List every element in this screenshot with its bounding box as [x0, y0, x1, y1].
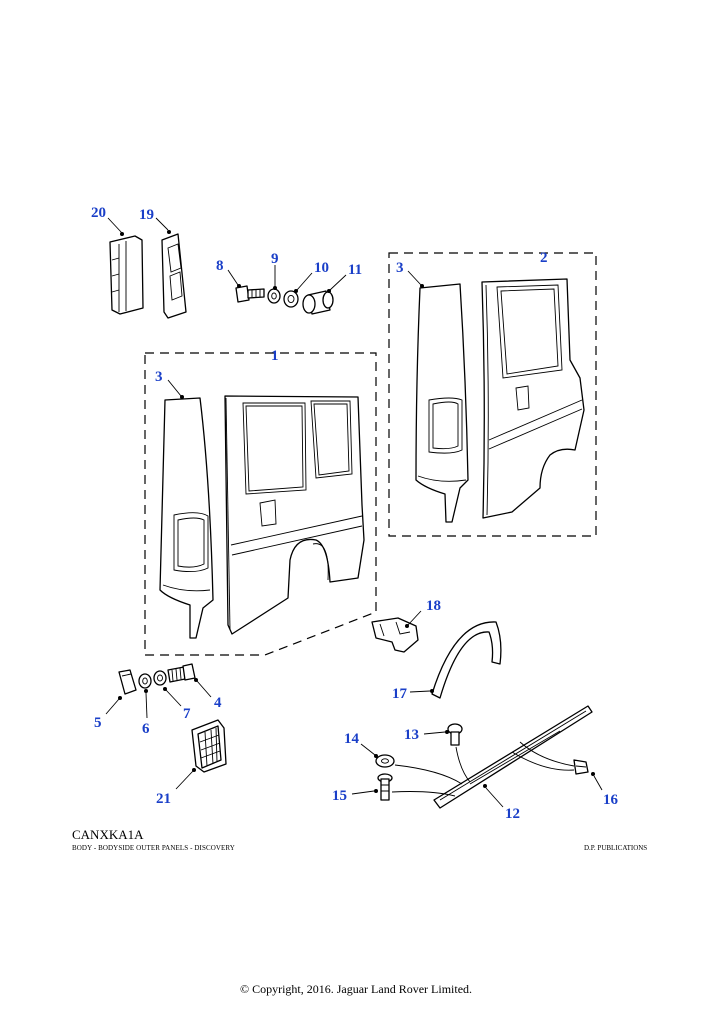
- callout-2[interactable]: 2: [540, 250, 548, 266]
- rear-pillar-panel-left: [159, 397, 214, 639]
- callout-10[interactable]: 10: [314, 260, 329, 276]
- leader-lines: [105, 217, 603, 808]
- callout-15[interactable]: 15: [332, 788, 347, 804]
- bodyside-outer-panel-left: [224, 395, 365, 635]
- callout-16[interactable]: 16: [603, 792, 619, 808]
- diagram-code: CANXKA1A: [72, 827, 144, 842]
- bolt-8: [235, 285, 265, 303]
- publisher-label: D.P. PUBLICATIONS: [584, 844, 648, 852]
- group-2-outline: [388, 252, 597, 537]
- callout-3-right[interactable]: 3: [396, 260, 404, 276]
- spacer-11: [302, 290, 334, 315]
- copyright-notice: © Copyright, 2016. Jaguar Land Rover Lim…: [239, 982, 473, 996]
- trim-block-19: [161, 233, 187, 319]
- callout-12[interactable]: 12: [505, 806, 520, 822]
- bodyside-outer-panel-right: [481, 278, 585, 519]
- callout-21[interactable]: 21: [156, 791, 171, 807]
- wheel-arch-trim-17: [431, 621, 502, 699]
- callout-20[interactable]: 20: [91, 205, 106, 221]
- callout-4[interactable]: 4: [214, 695, 222, 711]
- clip-nut-5: [118, 669, 137, 695]
- callout-19[interactable]: 19: [139, 207, 154, 223]
- diagram-subtitle: BODY - BODYSIDE OUTER PANELS - DISCOVERY: [72, 844, 235, 852]
- washer-14: [375, 754, 395, 768]
- washer-10: [283, 290, 299, 308]
- sill-moulding-12: [433, 705, 593, 809]
- callout-7[interactable]: 7: [183, 706, 191, 722]
- callout-1[interactable]: 1: [271, 348, 279, 364]
- marker-lamp-21: [191, 719, 227, 773]
- trim-block-20: [109, 235, 144, 315]
- callout-8[interactable]: 8: [216, 258, 224, 274]
- rear-pillar-panel-right: [415, 283, 469, 523]
- screw-4: [167, 663, 196, 683]
- callout-11[interactable]: 11: [348, 262, 362, 278]
- callout-14[interactable]: 14: [344, 731, 360, 747]
- bolt-15: [377, 773, 393, 801]
- callout-9[interactable]: 9: [271, 251, 279, 267]
- callout-6[interactable]: 6: [142, 721, 150, 737]
- callout-5[interactable]: 5: [94, 715, 102, 731]
- callout-3-left[interactable]: 3: [155, 369, 163, 385]
- washer-6: [138, 673, 152, 689]
- callout-18[interactable]: 18: [426, 598, 441, 614]
- washer-9: [267, 288, 281, 304]
- clip-16: [573, 759, 589, 775]
- clip-18: [371, 617, 419, 653]
- callout-13[interactable]: 13: [404, 727, 419, 743]
- washer-7: [153, 670, 167, 686]
- callout-17[interactable]: 17: [392, 686, 408, 702]
- screw-13: [447, 723, 463, 746]
